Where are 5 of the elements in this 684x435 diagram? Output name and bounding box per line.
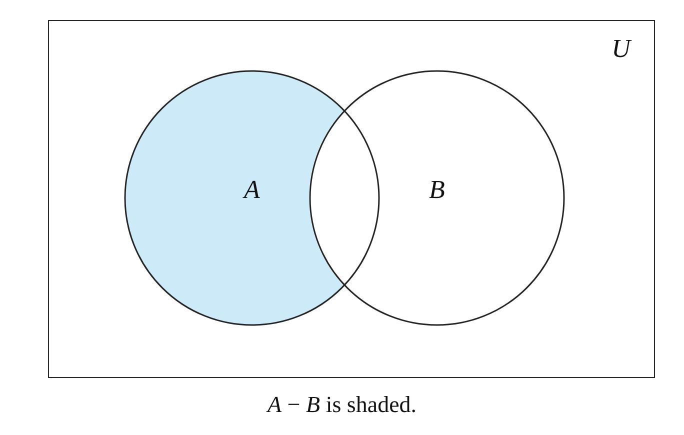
set-label: U (612, 36, 630, 62)
caption: A − B is shaded. (267, 392, 417, 417)
universal-set-rectangle (48, 20, 655, 378)
set-label: A (244, 177, 260, 203)
set-label: B (429, 177, 445, 203)
